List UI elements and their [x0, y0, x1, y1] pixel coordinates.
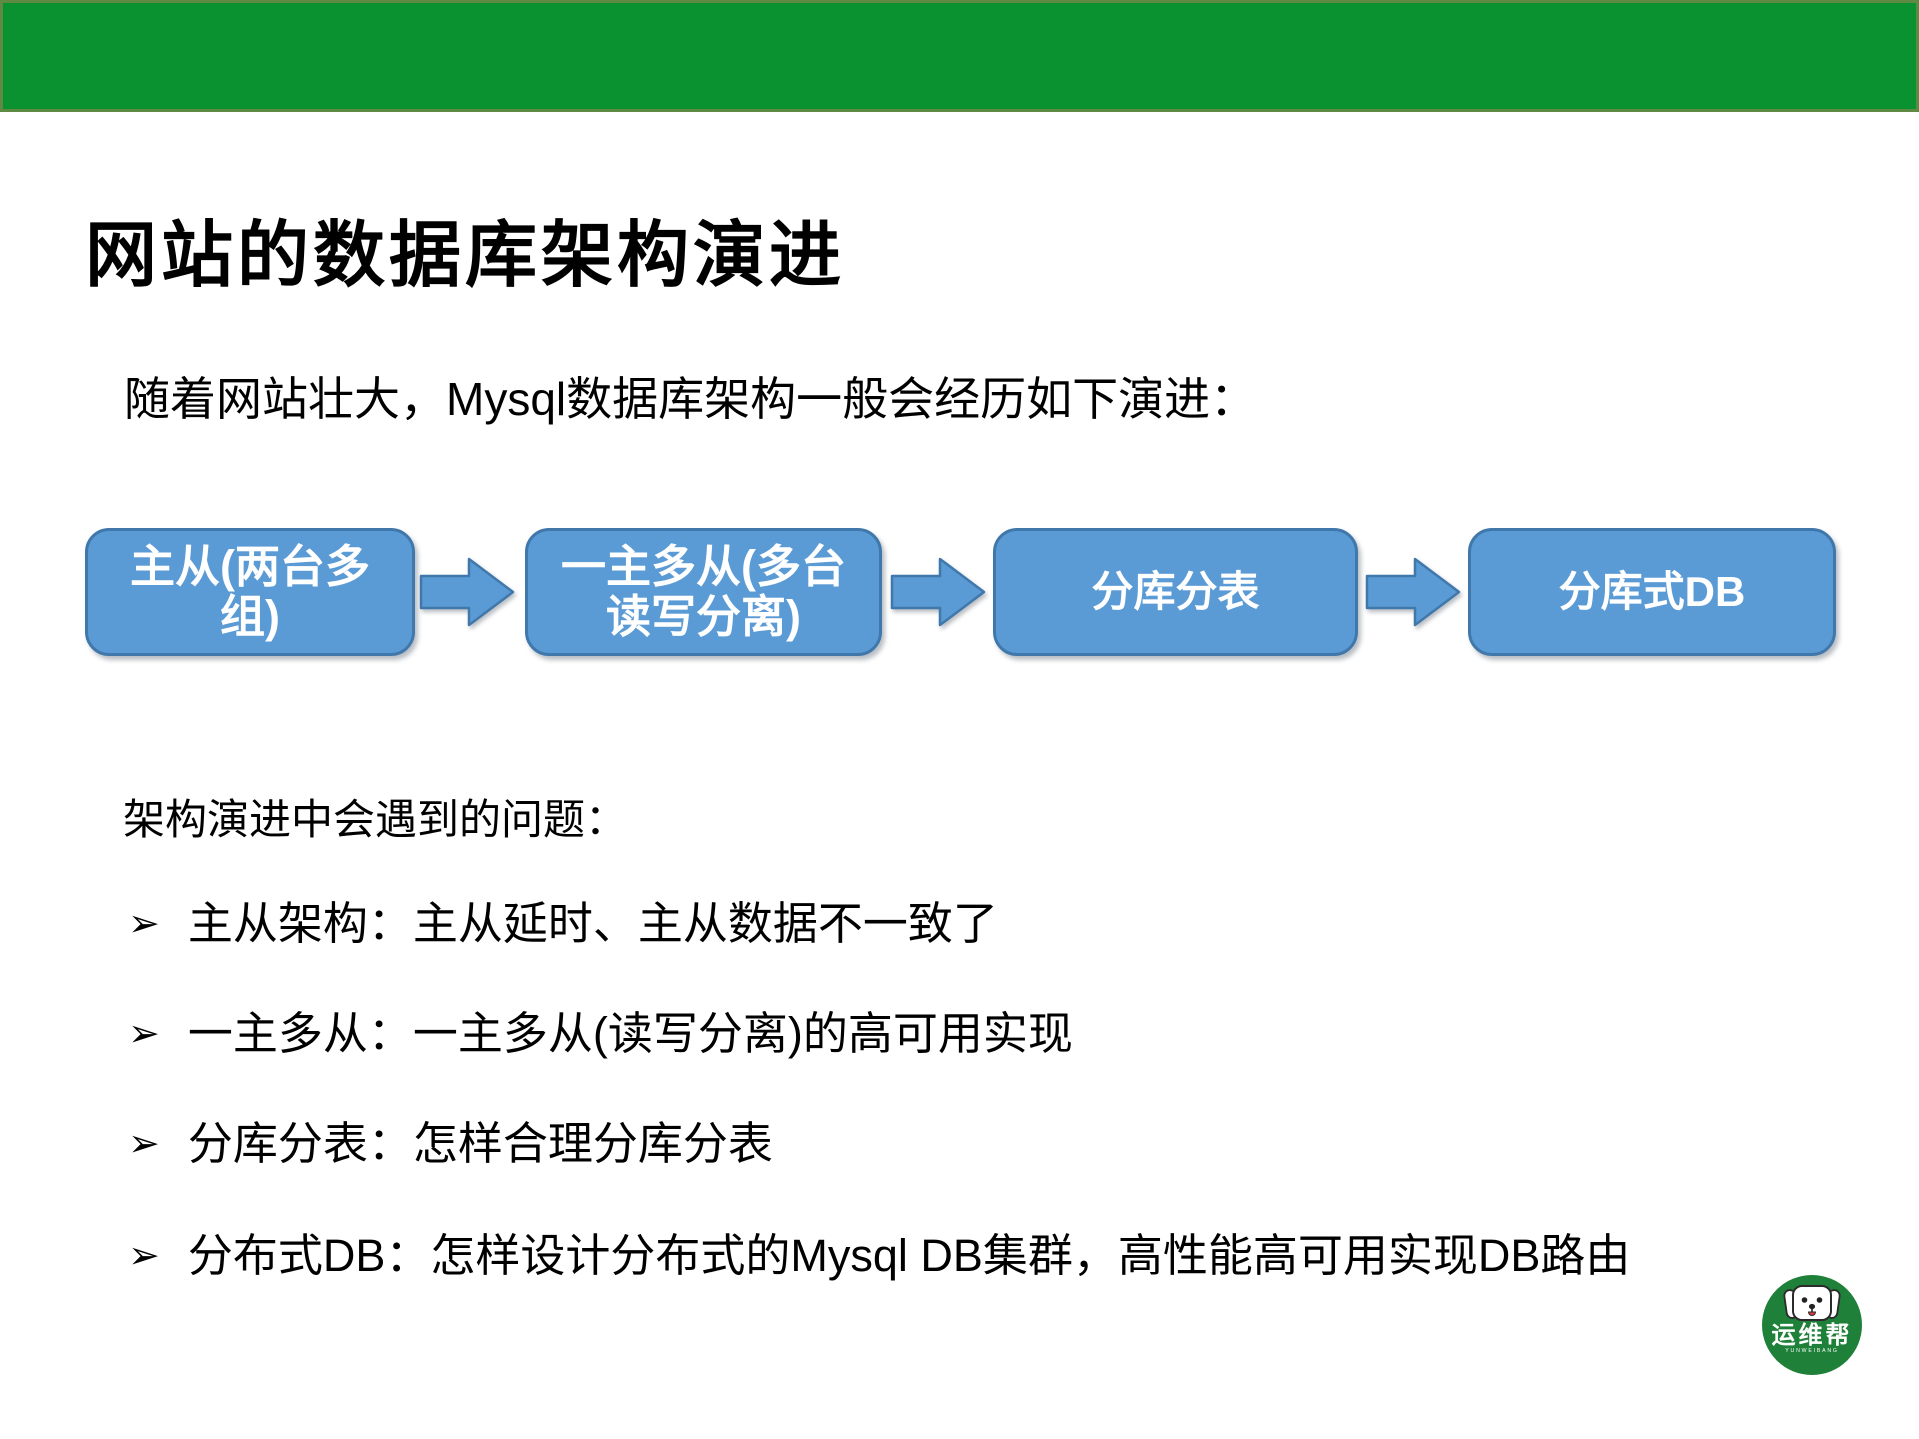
flow-arrow-icon [419, 557, 515, 627]
bullet-text: 分布式DB：怎样设计分布式的Mysql DB集群，高性能高可用实现DB路由 [187, 1230, 1631, 1281]
list-item: ➢ 一主多从：一主多从(读写分离)的高可用实现 [128, 1008, 1073, 1060]
arrow-bullet-icon: ➢ [128, 903, 160, 945]
dog-face-icon [1783, 1285, 1841, 1321]
flow-step-label: 读写分离) [606, 591, 801, 642]
flow-step-label: 分库分表 [1091, 568, 1260, 616]
flow-step-label: 分库式DB [1558, 568, 1746, 616]
flow-step-distributed-db: 分库式DB [1468, 528, 1836, 656]
flow-arrow-icon [890, 557, 986, 627]
logo-text: 运维帮 [1772, 1321, 1853, 1349]
bullet-text: 主从架构：主从延时、主从数据不一致了 [187, 898, 998, 949]
problems-heading: 架构演进中会遇到的问题： [123, 796, 628, 843]
logo-subtext: YUNWEIBANG [1785, 1348, 1838, 1354]
flow-step-label: 主从(两台多 [130, 540, 370, 592]
arrow-bullet-icon: ➢ [128, 1235, 160, 1277]
list-item: ➢ 分库分表：怎样合理分库分表 [128, 1118, 773, 1170]
bullet-text: 分库分表：怎样合理分库分表 [187, 1118, 773, 1169]
bullet-text: 一主多从：一主多从(读写分离)的高可用实现 [187, 1008, 1073, 1059]
flow-step-sharding: 分库分表 [993, 528, 1358, 656]
flow-step-label: 一主多从(多台 [561, 540, 846, 592]
top-banner [0, 0, 1919, 112]
list-item: ➢ 分布式DB：怎样设计分布式的Mysql DB集群，高性能高可用实现DB路由 [128, 1230, 1630, 1282]
flow-step-master-slave: 主从(两台多 组) [85, 528, 415, 656]
flow-step-label: 组) [220, 591, 280, 642]
yunweibang-logo: 运维帮 YUNWEIBANG [1762, 1275, 1862, 1375]
page-title: 网站的数据库架构演进 [85, 216, 846, 296]
arrow-bullet-icon: ➢ [128, 1013, 160, 1055]
intro-text: 随着网站壮大，Mysql数据库架构一般会经历如下演进： [124, 373, 1257, 425]
arrow-bullet-icon: ➢ [128, 1123, 160, 1165]
flow-arrow-icon [1365, 557, 1461, 627]
list-item: ➢ 主从架构：主从延时、主从数据不一致了 [128, 898, 998, 950]
flow-step-one-master-multi-slave: 一主多从(多台 读写分离) [525, 528, 882, 656]
